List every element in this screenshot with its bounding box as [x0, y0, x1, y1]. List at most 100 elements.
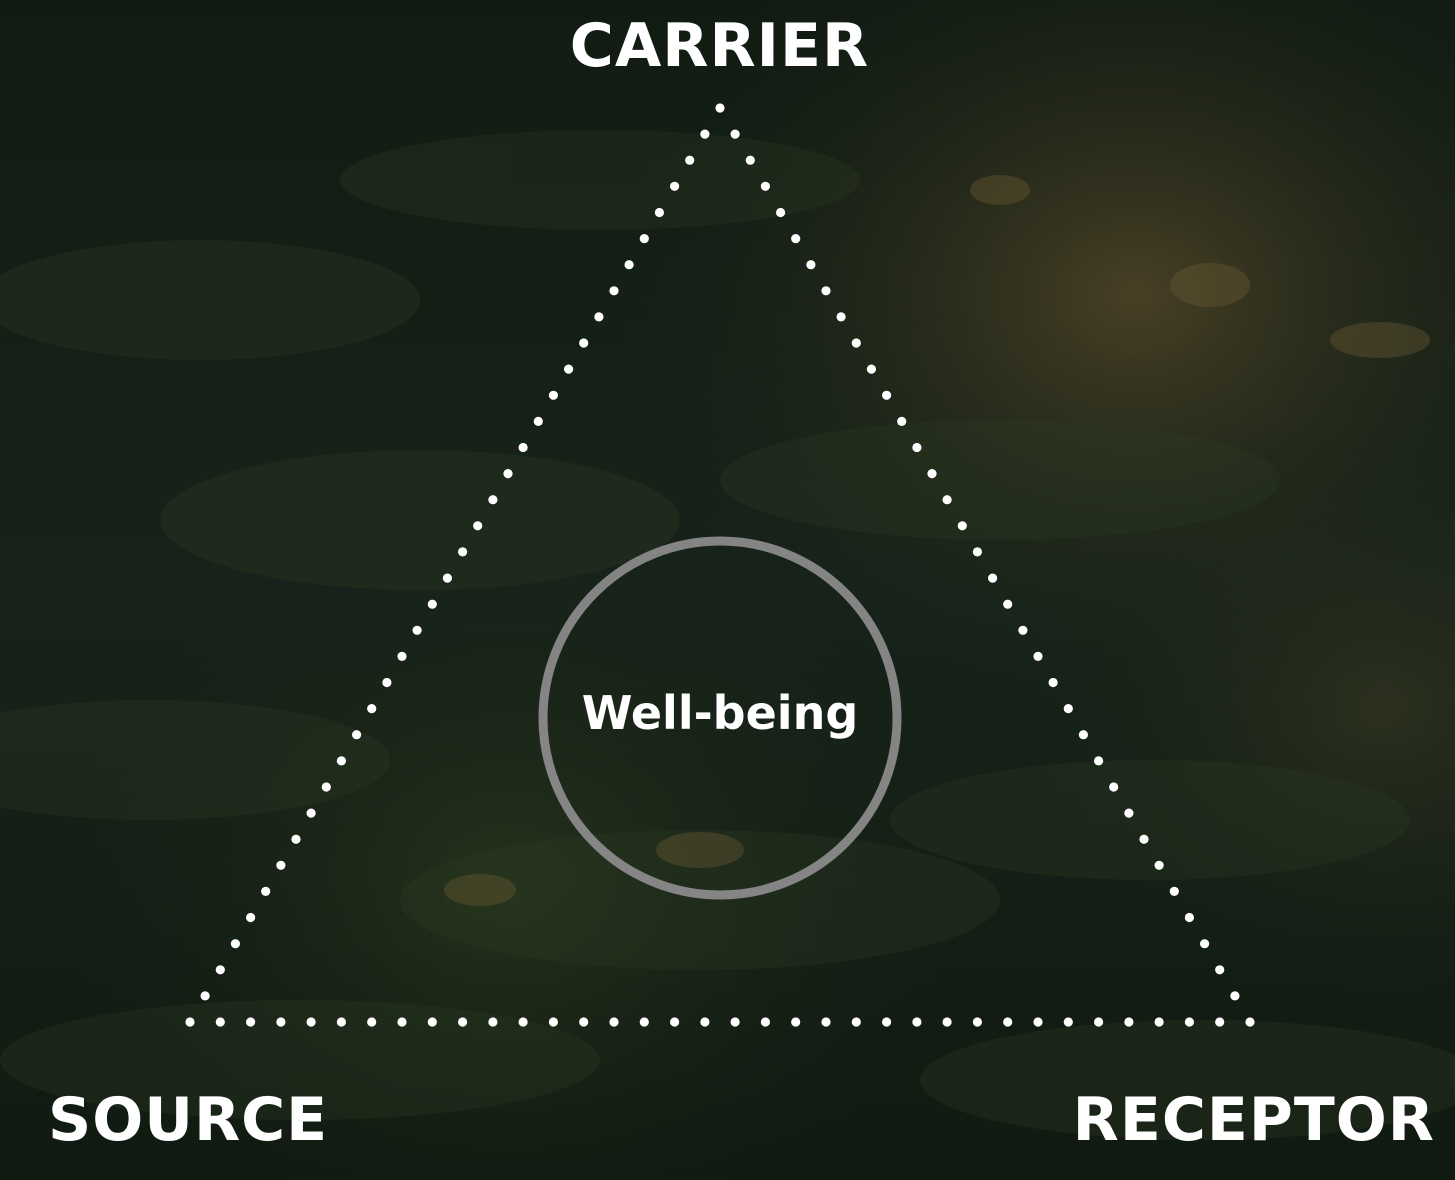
left-edge-dot	[261, 886, 271, 897]
right-edge-dot	[776, 207, 786, 218]
right-edge-dot	[897, 416, 907, 426]
carrier-label: CARRIER	[0, 16, 1455, 76]
bottom-edge-dot	[367, 1017, 377, 1027]
right-edge-dot	[1003, 599, 1013, 609]
left-edge-dot	[488, 495, 498, 505]
right-edge-dot	[957, 521, 967, 531]
bottom-edge-dot	[1245, 1017, 1255, 1027]
bottom-edge-dot	[1184, 1017, 1194, 1027]
well-being-label: Well-being	[581, 686, 859, 740]
bottom-edge-dot	[306, 1017, 316, 1027]
bottom-edge-dot	[518, 1017, 528, 1027]
left-edge-dot	[246, 912, 256, 923]
left-edge-dot	[397, 651, 407, 662]
left-edge-dot	[306, 808, 316, 818]
bottom-edge-dot	[639, 1017, 649, 1027]
right-edge-dot	[1169, 886, 1179, 897]
left-edge-dot	[291, 834, 301, 844]
left-edge-dot	[594, 312, 604, 322]
right-edge-dot	[1139, 834, 1149, 844]
right-edge-dot	[806, 260, 816, 270]
right-edge-dot	[851, 338, 861, 348]
left-edge-dot	[321, 782, 331, 792]
right-edge-dot	[1109, 782, 1119, 792]
bottom-edge-dot	[730, 1017, 740, 1027]
bottom-edge-dot	[579, 1017, 589, 1027]
bottom-edge-dot	[397, 1017, 407, 1027]
right-edge-dot	[988, 573, 998, 583]
right-edge-dot	[791, 234, 801, 244]
right-edge-dot	[1200, 939, 1210, 949]
right-edge-dot	[745, 155, 755, 165]
bottom-edge-dot	[700, 1017, 710, 1027]
bottom-edge-dot	[458, 1017, 468, 1027]
left-edge-dot	[685, 155, 695, 165]
bottom-edge-dot	[760, 1017, 771, 1027]
bottom-edge-dot	[609, 1017, 619, 1027]
left-edge-dot	[458, 547, 468, 557]
right-edge-dot	[882, 390, 892, 400]
left-edge-dot	[276, 860, 286, 870]
right-edge-dot	[1184, 912, 1194, 923]
left-edge-dot	[473, 521, 483, 531]
bottom-edge-dot	[972, 1017, 983, 1027]
right-edge-dot	[942, 495, 952, 505]
left-edge-dot	[367, 704, 377, 714]
left-edge-dot	[533, 416, 543, 426]
bottom-edge-dot	[336, 1017, 346, 1027]
left-edge-dot	[548, 390, 559, 400]
left-edge-dot	[427, 599, 437, 609]
left-edge-dot	[336, 756, 346, 766]
bottom-edge-dot	[821, 1017, 831, 1027]
right-edge-dot	[1154, 860, 1164, 870]
bottom-edge-dot	[882, 1017, 892, 1027]
right-edge-dot	[1230, 991, 1240, 1001]
left-edge-dot	[700, 129, 710, 139]
left-edge-dot	[609, 286, 619, 296]
right-edge-dot	[1215, 965, 1225, 975]
left-edge-dot	[185, 1017, 195, 1027]
left-edge-dot	[639, 234, 649, 244]
left-edge-dot	[503, 469, 513, 479]
left-edge-dot	[215, 965, 225, 975]
left-edge-dot	[624, 260, 634, 270]
bottom-edge-dot	[791, 1017, 801, 1027]
left-edge-dot	[412, 625, 422, 635]
left-edge-dot	[670, 181, 680, 191]
right-edge-dot	[821, 286, 831, 296]
source-label: SOURCE	[48, 1085, 329, 1155]
bottom-edge-dot	[1215, 1017, 1225, 1027]
right-edge-dot	[972, 547, 983, 557]
bottom-edge-dot	[246, 1017, 256, 1027]
right-edge-dot	[1048, 677, 1058, 688]
bottom-edge-dot	[1124, 1017, 1134, 1027]
well-being-circle	[538, 536, 902, 900]
left-edge-dot	[442, 573, 452, 583]
dotted-triangle-outline	[185, 103, 1255, 1027]
bottom-edge-dot	[548, 1017, 559, 1027]
bottom-edge-dot	[1003, 1017, 1013, 1027]
right-edge-dot	[1124, 808, 1134, 818]
left-edge-dot	[230, 939, 240, 949]
bottom-edge-dot	[1154, 1017, 1164, 1027]
bottom-edge-dot	[488, 1017, 498, 1027]
left-edge-dot	[579, 338, 589, 348]
right-edge-dot	[927, 469, 937, 479]
left-edge-dot	[564, 364, 574, 374]
bottom-edge-dot	[912, 1017, 922, 1027]
left-edge-dot	[352, 730, 362, 740]
right-edge-dot	[715, 103, 725, 113]
right-edge-dot	[760, 181, 771, 191]
bottom-edge-dot	[851, 1017, 861, 1027]
bottom-edge-dot	[942, 1017, 952, 1027]
bottom-edge-dot	[1033, 1017, 1043, 1027]
left-edge-dot	[382, 677, 392, 688]
right-edge-dot	[912, 442, 922, 453]
carrier-label-text: CARRIER	[569, 11, 870, 81]
right-edge-dot	[1033, 651, 1043, 662]
right-edge-dot	[1078, 730, 1088, 740]
right-edge-dot	[1063, 704, 1073, 714]
left-edge-dot	[654, 207, 665, 218]
